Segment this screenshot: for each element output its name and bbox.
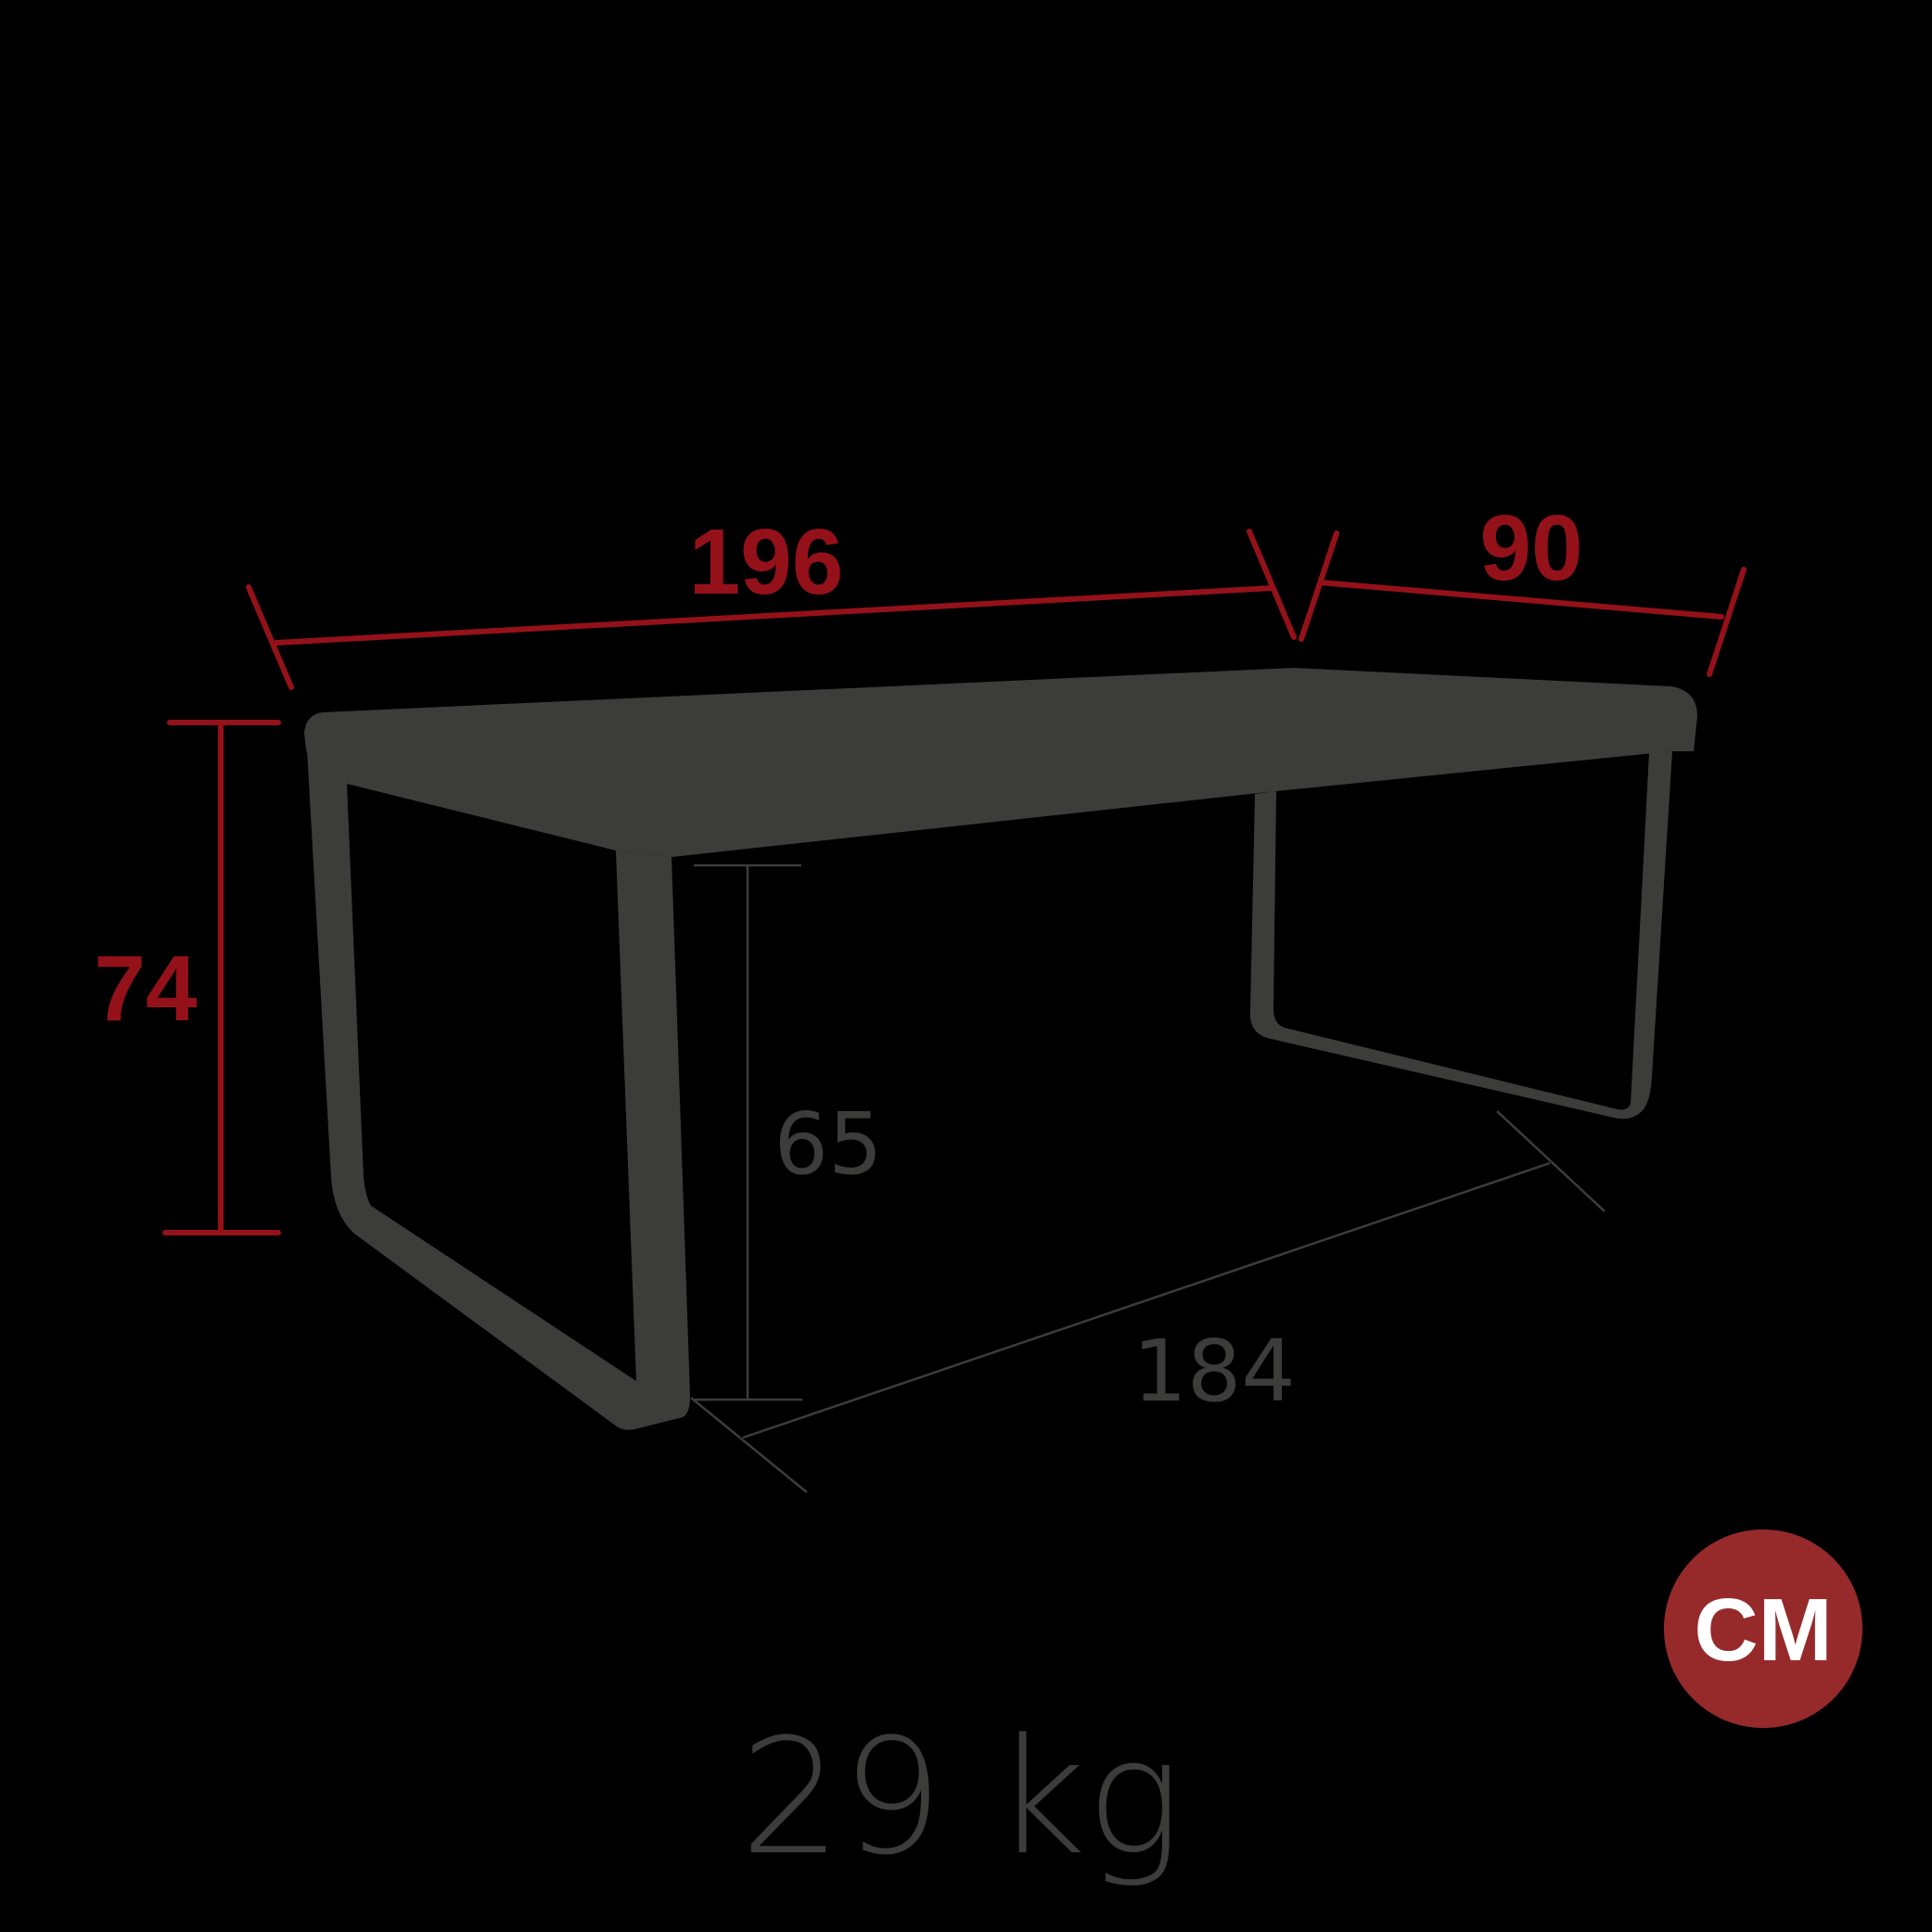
length-tick-left bbox=[246, 584, 294, 690]
primary-dimensions bbox=[162, 529, 1746, 1235]
weight-label: 29 kg bbox=[740, 1704, 1182, 1890]
table-top bbox=[304, 668, 1697, 857]
width-dimension-line bbox=[1318, 580, 1724, 620]
width-label: 90 bbox=[1479, 496, 1582, 600]
length-dimension-line bbox=[274, 585, 1275, 646]
width-tick-right bbox=[1707, 567, 1746, 677]
height-label: 74 bbox=[94, 937, 198, 1041]
leg-span-tick-right bbox=[1496, 1110, 1606, 1212]
dimension-labels: 196 90 74 65 184 bbox=[94, 496, 1582, 1421]
unit-badge: CM bbox=[1664, 1529, 1862, 1728]
clearance-label: 65 bbox=[774, 1094, 882, 1194]
table-illustration bbox=[304, 668, 1697, 1430]
length-tick-right bbox=[1247, 529, 1297, 640]
left-leg-frame bbox=[306, 733, 690, 1430]
secondary-dimensions bbox=[690, 864, 1606, 1493]
leg-span-dimension-line bbox=[742, 1161, 1551, 1439]
unit-badge-circle bbox=[1664, 1529, 1862, 1728]
right-leg-frame bbox=[1249, 751, 1672, 1120]
unit-badge-label: CM bbox=[1694, 1580, 1832, 1680]
leg-span-label: 184 bbox=[1132, 1322, 1296, 1421]
leg-span-tick-left bbox=[690, 1397, 808, 1493]
length-label: 196 bbox=[689, 510, 844, 614]
width-tick-left bbox=[1299, 531, 1339, 642]
